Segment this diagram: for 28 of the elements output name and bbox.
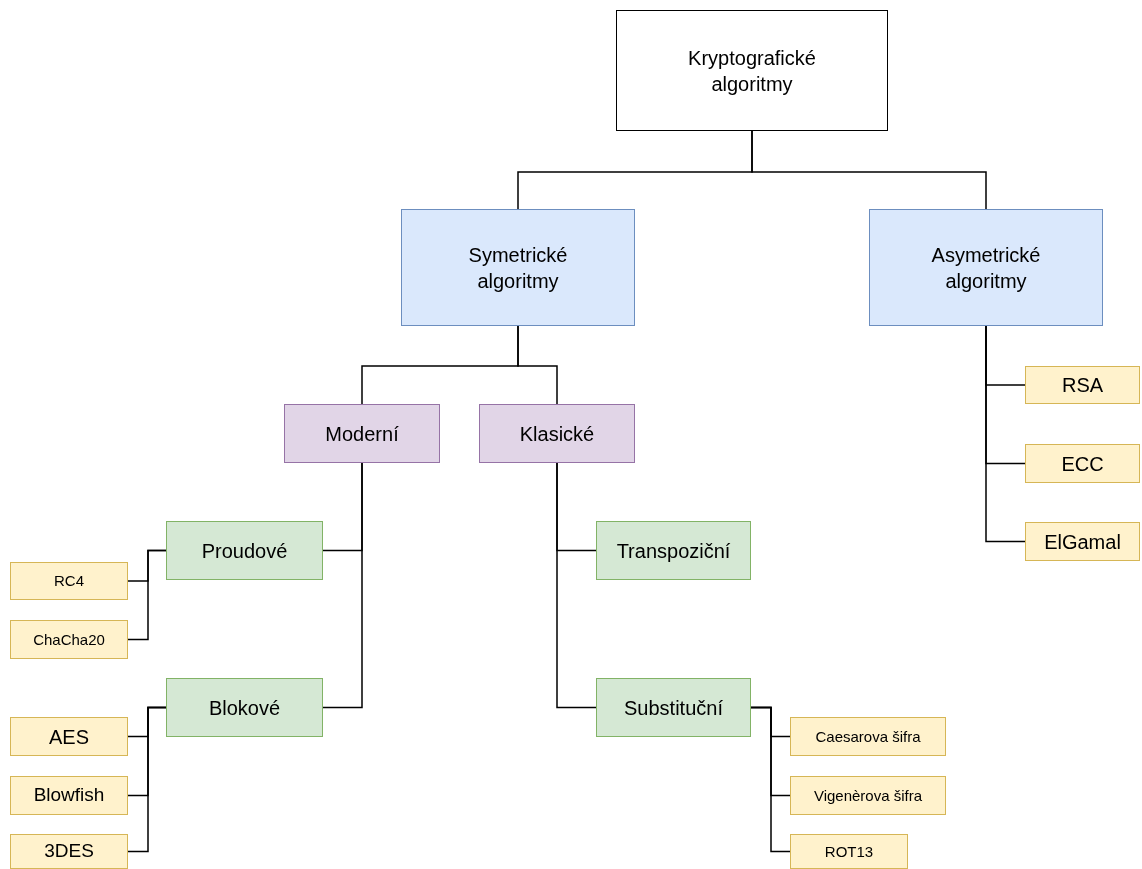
algorithm-box: Vigenèrova šifra xyxy=(790,776,946,815)
subcategory-box: Klasické xyxy=(479,404,635,463)
connector-line xyxy=(127,549,167,641)
algorithm-box: ECC xyxy=(1025,444,1140,483)
algorithm-box: Caesarova šifra xyxy=(790,717,946,756)
algorithm-box: 3DES xyxy=(10,834,128,869)
algorithm-box: ChaCha20 xyxy=(10,620,128,659)
type-box: Transpoziční xyxy=(596,521,751,580)
algorithm-box: RC4 xyxy=(10,562,128,600)
category-box: Symetrické algoritmy xyxy=(401,209,635,326)
type-box: Proudové xyxy=(166,521,323,580)
type-box: Substituční xyxy=(596,678,751,737)
algorithm-box: ROT13 xyxy=(790,834,908,869)
subcategory-box: Moderní xyxy=(284,404,440,463)
title-box: Kryptografické algoritmy xyxy=(616,10,888,131)
connector-line xyxy=(322,462,363,709)
connector-line xyxy=(750,706,791,853)
algorithm-box: RSA xyxy=(1025,366,1140,404)
category-box: Asymetrické algoritmy xyxy=(869,209,1103,326)
connector-line xyxy=(127,706,167,853)
connector-line xyxy=(556,462,597,709)
connector-line xyxy=(517,325,558,405)
connector-line xyxy=(751,130,987,210)
connector-line xyxy=(985,325,1026,543)
algorithm-box: AES xyxy=(10,717,128,756)
type-box: Blokové xyxy=(166,678,323,737)
algorithm-box: Blowfish xyxy=(10,776,128,815)
algorithm-box: ElGamal xyxy=(1025,522,1140,561)
